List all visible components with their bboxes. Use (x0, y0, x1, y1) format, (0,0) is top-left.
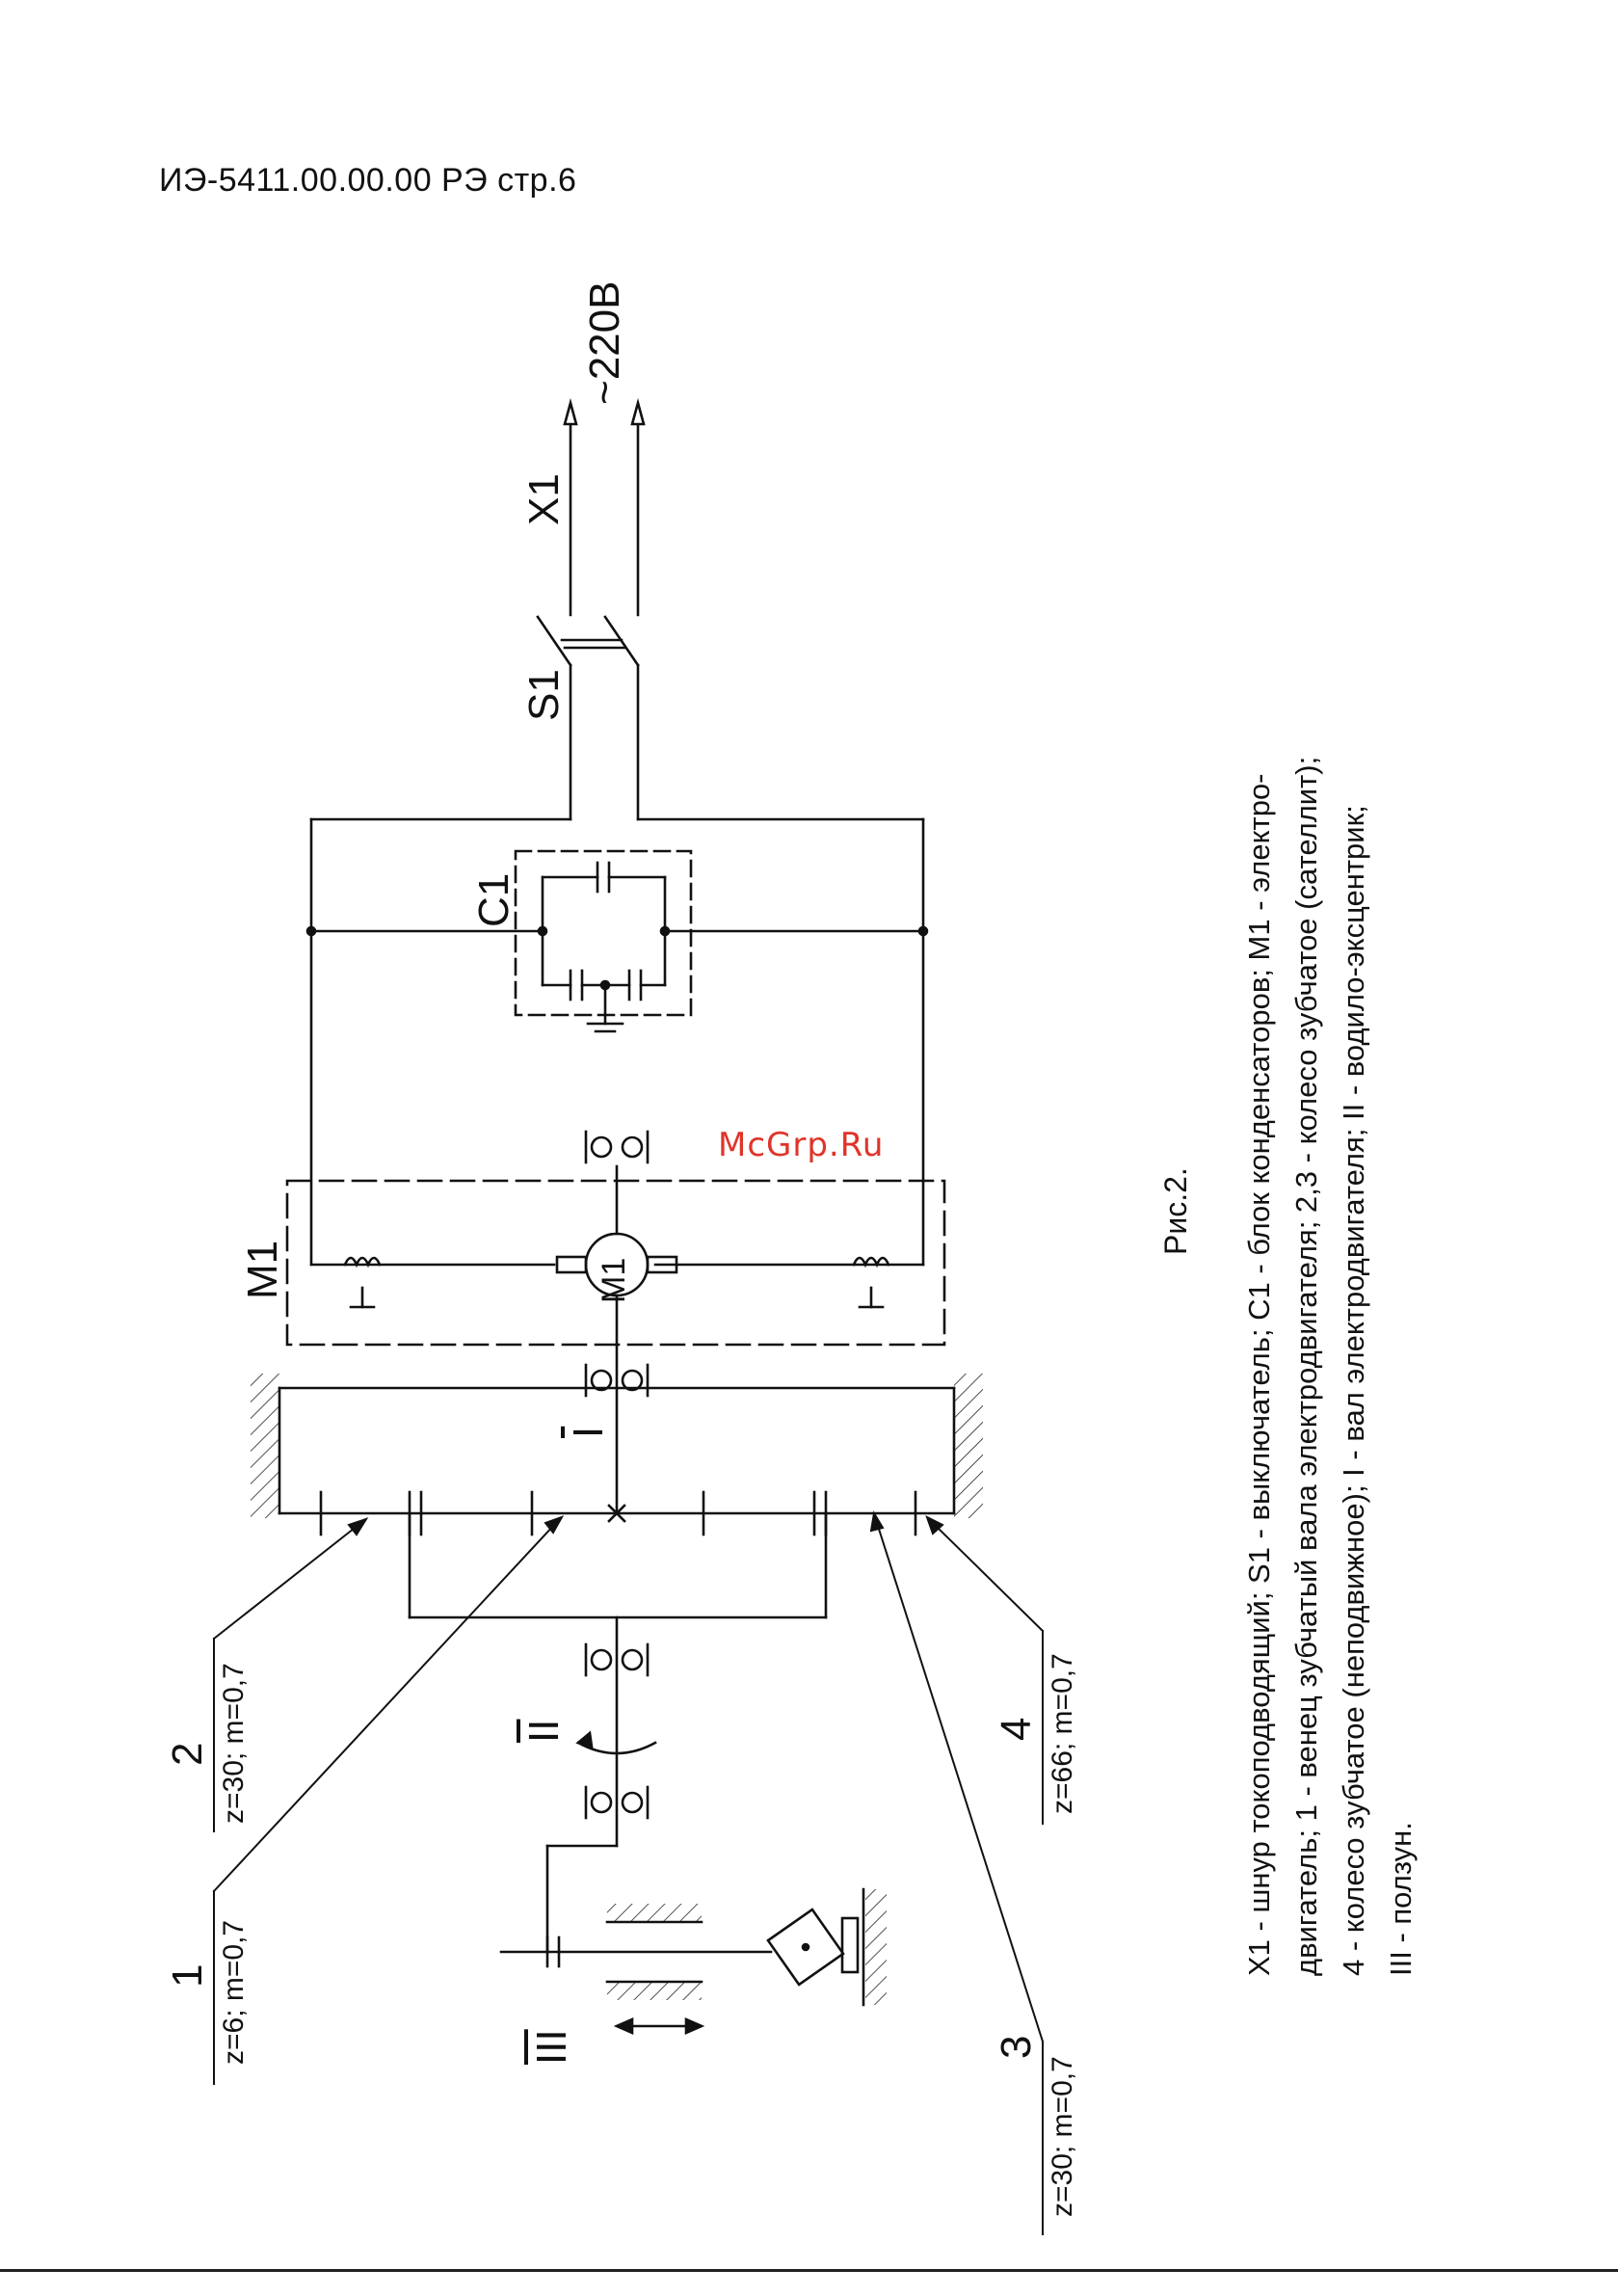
gear-1-spec: z=6; m=0,7 (218, 1919, 250, 2065)
gear-4-number: 4 (993, 1717, 1040, 1741)
watermark: McGrp.Ru (718, 1126, 885, 1164)
motor-m1 (285, 1164, 946, 1515)
gear-3-spec: z=30; m=0,7 (1047, 2056, 1078, 2217)
capacitor-block-c1 (514, 849, 693, 1033)
motor-bearings (584, 1130, 650, 1398)
s1-label: S1 (520, 669, 568, 721)
m1-label: M1 (239, 1240, 286, 1299)
gear-leaders (212, 1510, 1045, 2235)
legend-line: 4 - колесо зубчатое (неподвижное); I - в… (1337, 805, 1370, 1976)
figure-caption: Рис.2. (1158, 1167, 1193, 1255)
gear-2-number: 2 (164, 1742, 211, 1766)
gear-4-spec: z=66; m=0,7 (1047, 1653, 1078, 1814)
legend-line: III - ползун. (1384, 1822, 1418, 1976)
shaft-i-label: I (565, 1426, 612, 1438)
main-wiring (305, 817, 929, 1267)
gear-housing (251, 1374, 983, 1619)
page-bottom-rule (0, 2269, 1618, 2272)
shaft-iii-label: III (528, 2029, 575, 2065)
m1-symbol: M1 (596, 1257, 632, 1303)
document-header: ИЭ-5411.00.00.00 РЭ стр.6 (159, 162, 577, 199)
legend: X1 - шнур токоподводящий; S1 - выключате… (1235, 757, 1424, 1976)
gear-1-number: 1 (164, 1963, 211, 1988)
slider-iii (499, 1887, 887, 2035)
legend-line: X1 - шнур токоподводящий; S1 - выключате… (1242, 773, 1276, 1976)
gear-3-number: 3 (993, 2035, 1040, 2059)
x1-label: X1 (520, 473, 568, 525)
legend-line: двигатель; 1 - венец зубчатый вала элект… (1289, 756, 1323, 1976)
carrier-shaft-ii (545, 1615, 657, 1954)
gear-2-spec: z=30; m=0,7 (218, 1663, 250, 1824)
c1-label: C1 (470, 872, 517, 927)
power-label: ~220В (581, 280, 628, 405)
shaft-ii-label: II (520, 1719, 568, 1743)
switch-s1 (536, 615, 640, 821)
power-cord-x1 (563, 398, 646, 617)
